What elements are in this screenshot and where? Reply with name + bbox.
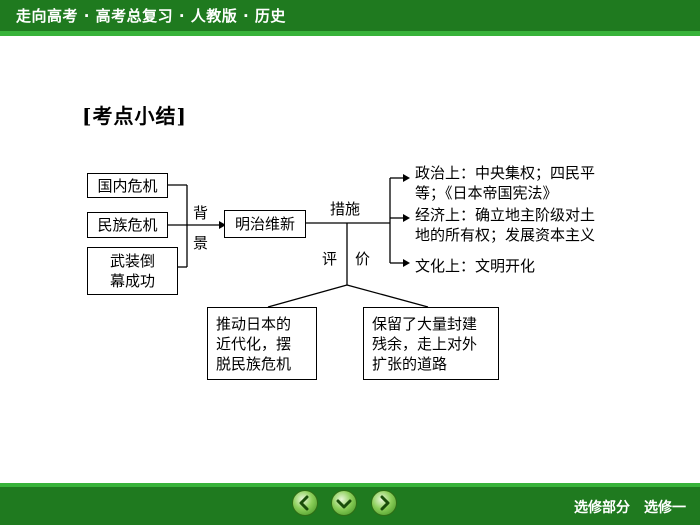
center-label: 明治维新 xyxy=(234,215,295,233)
cause-box-shogunate-overthrow: 武装倒 幕成功 xyxy=(87,247,178,295)
cause-label: 武装倒 幕成功 xyxy=(109,252,155,290)
measure-politics: 政治上：中央集权；四民平 等；《日本帝国宪法》 xyxy=(415,164,596,202)
down-button[interactable] xyxy=(331,490,357,516)
prev-button[interactable] xyxy=(292,490,318,516)
evaluation-label-1: 评 xyxy=(322,250,338,268)
measure-economy: 经济上：确立地主阶级对土 地的所有权；发展资本主义 xyxy=(415,206,596,244)
evaluation-label-2: 价 xyxy=(355,250,371,268)
bottom-accent-line xyxy=(0,483,700,488)
evaluation-label: 保留了大量封建 残余，走上对外 扩张的道路 xyxy=(372,314,478,373)
measures-label: 措施 xyxy=(330,200,361,218)
next-button[interactable] xyxy=(371,490,397,516)
arrow-right-icon xyxy=(380,495,390,511)
meiji-restoration-box: 明治维新 xyxy=(224,210,306,238)
top-banner: 走向高考 · 高考总复习 · 人教版 · 历史 xyxy=(0,0,700,31)
cause-label: 国内危机 xyxy=(97,176,158,195)
measure-culture: 文化上：文明开化 xyxy=(415,257,536,275)
background-label-2: 景 xyxy=(193,234,209,252)
course-title: 走向高考 · 高考总复习 · 人教版 · 历史 xyxy=(16,7,286,25)
cause-box-national-crisis: 民族危机 xyxy=(87,212,168,238)
evaluation-positive-box: 推动日本的 近代化，摆 脱民族危机 xyxy=(207,307,317,380)
footer-section-label: 选修部分 选修一 xyxy=(574,500,686,516)
section-title: [考点小结] xyxy=(82,104,187,128)
cause-box-domestic-crisis: 国内危机 xyxy=(87,173,168,198)
arrow-down-icon xyxy=(336,499,352,509)
arrow-left-icon xyxy=(299,495,309,511)
cause-label: 民族危机 xyxy=(97,216,158,234)
top-accent-line xyxy=(0,31,700,36)
background-label-1: 背 xyxy=(193,204,209,222)
evaluation-negative-box: 保留了大量封建 残余，走上对外 扩张的道路 xyxy=(363,307,499,380)
evaluation-label: 推动日本的 近代化，摆 脱民族危机 xyxy=(216,314,292,373)
